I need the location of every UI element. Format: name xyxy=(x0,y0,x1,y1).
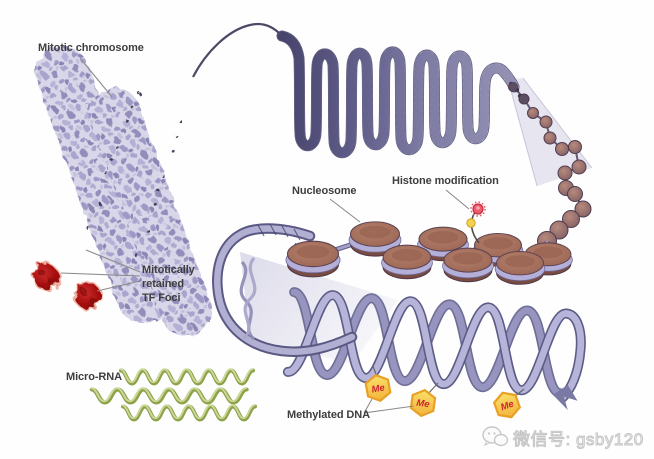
chromatin-speckles xyxy=(86,90,183,258)
label-methylated-dna: Methylated DNA xyxy=(287,409,370,421)
label-mitotic-chromosome: Mitotic chromosome xyxy=(38,42,144,54)
methyl-badge: Me xyxy=(363,372,393,404)
methyl-badge-text: Me xyxy=(416,398,431,411)
label-micro-rna: Micro-RNA xyxy=(66,371,122,383)
methyl-badges: Me Me Me xyxy=(363,365,525,423)
nucleosome-bead-chain xyxy=(508,81,592,258)
tf-foci xyxy=(32,263,103,311)
histone-modification-mark xyxy=(466,201,486,244)
watermark-text: 微信号: gsby120 xyxy=(513,429,644,449)
nucleosome-disc xyxy=(285,240,341,278)
nucleosome-disc xyxy=(494,250,546,285)
methyl-badge: Me xyxy=(408,387,438,419)
unwinding-fiber-connector xyxy=(192,22,283,78)
dna-double-helix xyxy=(287,292,585,410)
chromatin-fiber-coil xyxy=(276,30,520,153)
label-histone-modification: Histone modification xyxy=(392,175,499,187)
methyl-badge-text: Me xyxy=(371,382,387,395)
watermark: 微信号: gsby120 xyxy=(481,424,644,450)
callout-lines xyxy=(60,57,470,414)
nucleosome-to-helix-loop xyxy=(212,223,358,357)
methyl-badge: Me xyxy=(490,387,524,423)
nucleosome-disc xyxy=(381,244,433,280)
helix-end-fork xyxy=(552,384,578,410)
wechat-icon xyxy=(482,426,509,447)
methyl-badge-text: Me xyxy=(499,398,516,413)
nucleosome-disc xyxy=(442,247,494,283)
mitotic-chromosome xyxy=(32,46,212,337)
nucleosome-string xyxy=(285,221,573,285)
label-mitotically-retained-tf-foci: Mitotically retained TF Foci xyxy=(142,264,195,304)
label-nucleosome: Nucleosome xyxy=(292,185,357,197)
